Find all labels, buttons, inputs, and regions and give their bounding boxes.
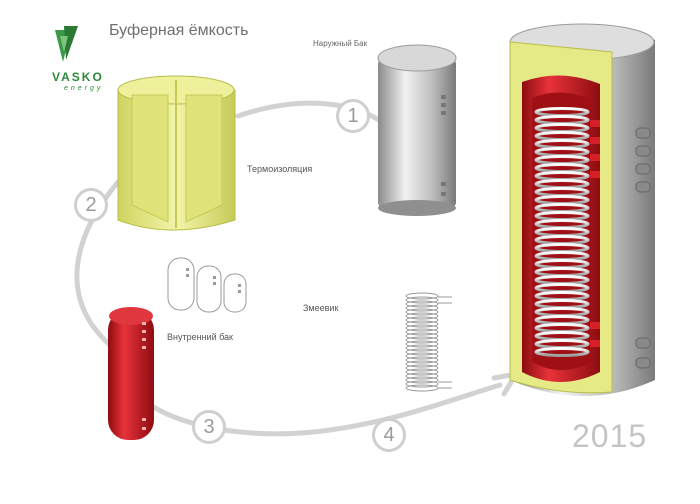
coil-turn (405, 356, 439, 364)
inner-tank-outlines (167, 257, 247, 313)
coil-turn (405, 324, 439, 332)
coil-turn (405, 292, 439, 300)
coil-turn (405, 372, 439, 380)
coil-turn (405, 296, 439, 304)
year-label: 2015 (572, 418, 648, 454)
coil-turn (405, 328, 439, 336)
insulation-shell (117, 75, 236, 231)
coil-turn (405, 360, 439, 368)
big-coil-turn (534, 347, 590, 357)
coil-turn (405, 316, 439, 324)
vasko-logo-icon (55, 26, 78, 62)
label-coil: Змеевик (303, 303, 339, 313)
step-badge-1: 1 (336, 99, 370, 133)
coil-turn (405, 312, 439, 320)
coil-turn (405, 336, 439, 344)
coil-turn (405, 348, 439, 356)
coil-turn (405, 352, 439, 360)
logo-subtitle: energy (64, 85, 104, 92)
coil-turn (405, 300, 439, 308)
inner-tank-illustration (108, 307, 154, 440)
coil-turn (405, 340, 439, 348)
coil-illustration (405, 292, 452, 392)
step-badge-4: 4 (372, 418, 406, 452)
coil-turn (405, 308, 439, 316)
coil-turn (405, 380, 439, 388)
coil-turn (405, 332, 439, 340)
coil-turn (405, 320, 439, 328)
outer-tank-illustration (377, 44, 457, 216)
cutaway-tank-illustration (509, 23, 655, 396)
page-title: Буферная ёмкость (109, 22, 249, 39)
coil-turn (405, 376, 439, 384)
label-inner-tank: Внутренний бак (167, 332, 233, 342)
coil-turn (405, 304, 439, 312)
coil-turn (405, 364, 439, 372)
coil-turn (405, 344, 439, 352)
coil-turn (405, 384, 439, 392)
step-badge-3: 3 (192, 410, 226, 444)
label-outer-tank: Наружный Бак (313, 39, 368, 48)
logo-name: VASKO (52, 70, 104, 84)
step-badge-2: 2 (74, 188, 108, 222)
label-insulation: Термоизоляция (247, 164, 313, 174)
coil-turn (405, 368, 439, 376)
